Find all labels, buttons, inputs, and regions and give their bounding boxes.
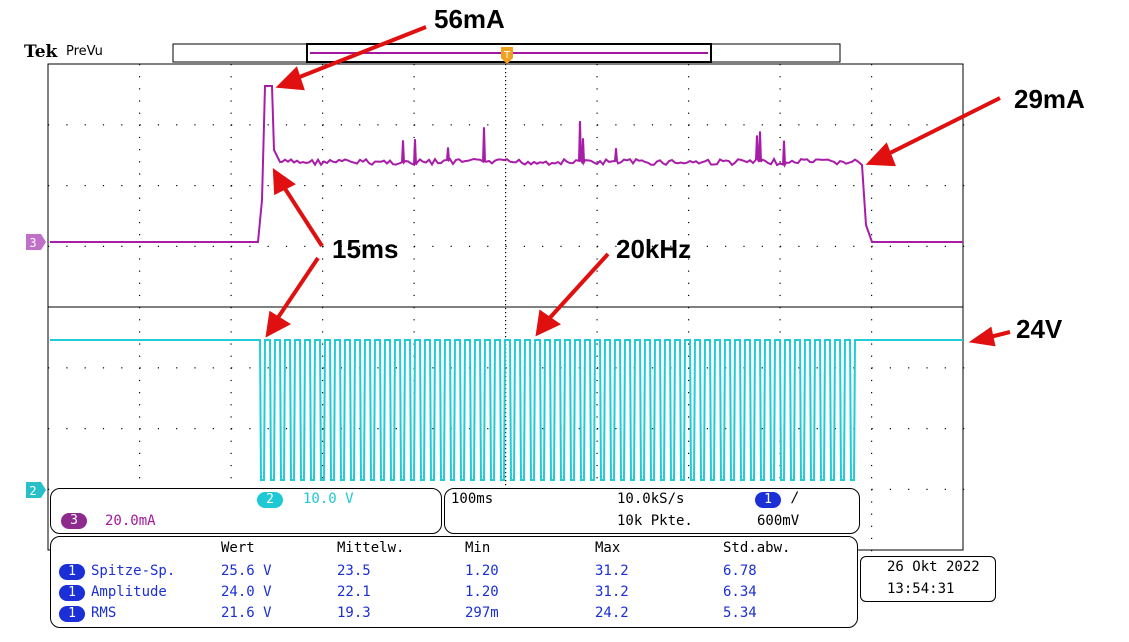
channel-scale-panel[interactable]: 2 10.0 V 3 20.0mA [50,488,442,534]
timebase-value: 100ms [451,491,494,507]
timebase-trigger-panel[interactable]: 100ms 10.0kS/s 10k Pkte. 1 / 600mV [444,488,860,534]
ch3-badge: 3 [61,513,87,529]
prevu-label: PreVu [66,44,103,59]
ch2-voltage-waveform [50,339,963,481]
measurement-mean: 19.3 [337,605,371,621]
measurement-header-value: Wert [221,540,255,556]
measurements-panel[interactable]: Wert Mittelw. Min Max Std.abw. 1 Spitze-… [50,536,858,628]
measurement-name: Amplitude [91,584,167,600]
ch2-reference-marker[interactable]: 2 [26,482,46,498]
ch3-current-waveform [50,85,963,243]
ch2-badge: 2 [257,492,283,508]
trigger-slope-icon: / [791,490,800,506]
measurement-max: 31.2 [595,584,629,600]
measurement-max: 24.2 [595,605,629,621]
measurement-value: 25.6 V [221,563,272,579]
measurement-header-max: Max [595,540,621,556]
measurement-stddev: 6.34 [723,584,757,600]
measurement-name: RMS [91,605,117,621]
measurement-min: 1.20 [465,584,499,600]
measurement-max: 31.2 [595,563,629,579]
svg-text:2: 2 [29,484,36,498]
annotation-arrows [265,25,1011,347]
svg-text:3: 3 [29,236,36,250]
measurement-mean: 22.1 [337,584,371,600]
ch3-reference-marker[interactable]: 3 [26,234,46,250]
annotation-peak-current: 56mA [434,4,505,34]
measurement-source-badge: 1 [59,606,85,622]
ch2-scale: 10.0 V [303,491,354,507]
trigger-level: 600mV [757,513,800,529]
measurement-mean: 23.5 [337,563,371,579]
measurement-value: 21.6 V [221,605,272,621]
datetime-box: 26 Okt 2022 13:54:31 [860,556,996,602]
record-length: 10k Pkte. [617,513,693,529]
measurement-min: 1.20 [465,563,499,579]
svg-text:T: T [503,50,511,61]
trigger-source-badge: 1 [755,492,781,508]
measurement-header-mean: Mittelw. [337,540,405,556]
time-display: 13:54:31 [887,581,955,597]
measurement-value: 24.0 V [221,584,272,600]
annotation-duration: 15ms [332,234,399,264]
annotation-voltage: 24V [1016,314,1063,344]
tek-logo: Tek [24,42,58,62]
measurement-source-badge: 1 [59,564,85,580]
measurement-header-stddev: Std.abw. [723,540,791,556]
sample-rate: 10.0kS/s [617,491,685,507]
annotation-frequency: 20kHz [616,234,692,264]
measurement-stddev: 5.34 [723,605,757,621]
measurement-min: 297m [465,605,499,621]
measurement-header-min: Min [465,540,491,556]
trigger-position-marker: T [501,47,513,64]
measurement-source-badge: 1 [59,585,85,601]
graticule-grid [48,64,965,552]
date-display: 26 Okt 2022 [887,559,980,575]
ch3-scale: 20.0mA [105,513,156,529]
annotation-steady-current: 29mA [1014,84,1085,114]
measurement-name: Spitze-Sp. [91,563,176,579]
measurement-stddev: 6.78 [723,563,757,579]
